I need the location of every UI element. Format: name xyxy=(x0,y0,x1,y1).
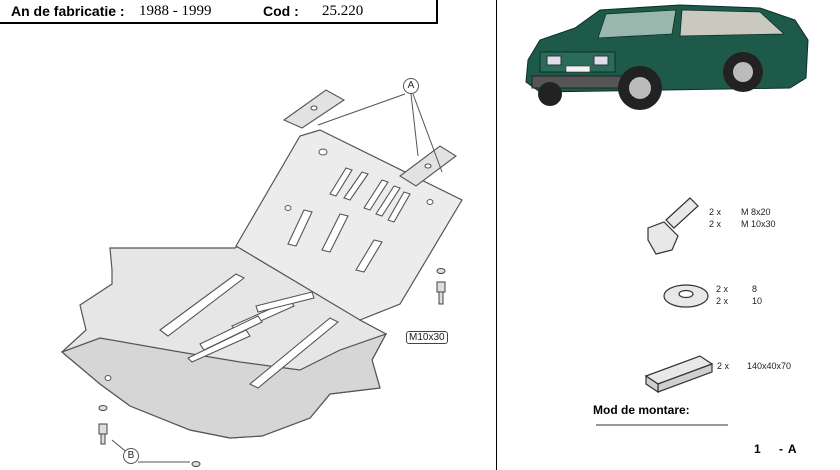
year-label: An de fabricatie : xyxy=(11,3,125,19)
washer-icon xyxy=(663,284,709,308)
code-label: Cod : xyxy=(263,3,299,19)
plate-qty: 2 x xyxy=(717,361,730,371)
callout-lines xyxy=(111,78,443,464)
code-value: 25.220 xyxy=(322,3,364,19)
bolt-icon xyxy=(647,197,699,255)
plate-icon xyxy=(644,355,714,394)
washer-qty-1: 2 x xyxy=(716,284,729,294)
year-value: 1988 - 1999 xyxy=(139,3,212,19)
car-illustration xyxy=(525,4,809,110)
washer-spec-1: 8 xyxy=(752,284,758,294)
plate-holes xyxy=(104,148,434,381)
washer-qty-2: 2 x xyxy=(716,296,729,306)
callout-a: A xyxy=(407,80,415,91)
bracket-parts xyxy=(282,89,457,187)
diagram-bolts xyxy=(98,268,446,467)
plate-spec: 140x40x70 xyxy=(747,361,792,371)
divider-line xyxy=(496,0,497,470)
plate-slots xyxy=(159,167,411,389)
callout-b: B xyxy=(127,450,135,461)
washer-spec-2: 10 xyxy=(752,296,763,306)
bolt-spec-2: M 10x30 xyxy=(741,219,776,229)
bolt-size-label: M10x30 xyxy=(406,331,448,344)
mounting-code: 1 - A xyxy=(754,442,798,456)
bolt-qty-2: 2 x xyxy=(709,219,722,229)
header-info-box: An de fabricatie : 1988 - 1999 Cod : 25.… xyxy=(0,0,438,24)
bolt-spec-1: M 8x20 xyxy=(741,207,771,217)
mounting-title: Mod de montare: xyxy=(593,403,690,417)
bolt-qty-1: 2 x xyxy=(709,207,722,217)
